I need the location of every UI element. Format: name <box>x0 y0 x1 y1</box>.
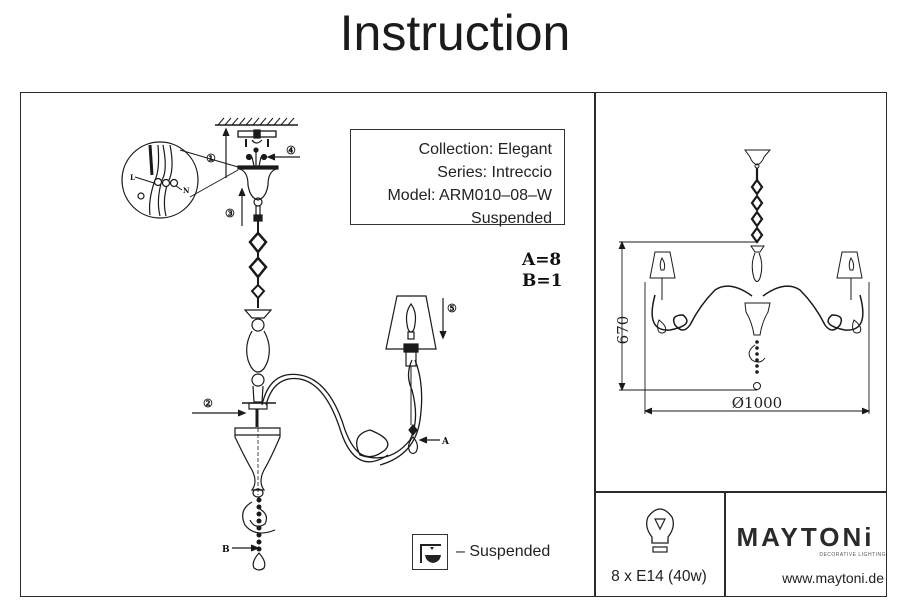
brand-logo: MAYTONi <box>736 522 875 552</box>
product-info-box: Collection: Elegant Series: Intreccio Mo… <box>350 129 565 227</box>
mount-type-label: Suspended <box>471 210 552 227</box>
ceiling-hatch <box>215 117 298 126</box>
brand-tagline: DECORATIVE LIGHTING <box>819 552 886 558</box>
page-title: Instruction <box>339 5 571 61</box>
mounting-legend-label: – Suspended <box>456 543 551 560</box>
wire-n-label: N <box>183 186 190 195</box>
canopy-wires <box>245 147 268 167</box>
stem <box>243 309 273 403</box>
part-count-a: A=8 <box>522 250 562 270</box>
pendant-b <box>242 497 276 571</box>
lampshade <box>385 295 437 350</box>
instruction-frame <box>20 92 887 597</box>
curved-arm <box>261 359 423 466</box>
step-3-label: ③ <box>225 207 235 220</box>
frame-divider-horizontal <box>594 491 887 493</box>
chain <box>248 206 268 308</box>
mounting-legend: – Suspended <box>412 534 550 570</box>
brand-url[interactable]: www.maytoni.de <box>782 570 884 586</box>
bulb-spec: 8 x E14 (40w) <box>611 568 707 585</box>
step-1-label: ① <box>206 152 216 165</box>
height-dimension-line <box>618 240 757 392</box>
model-label: Model: ARM010–08–W <box>387 187 552 204</box>
mounting-bracket <box>237 129 277 147</box>
assembly-diagram: ① ② ③ ④ ⑤ A B L N <box>121 117 457 571</box>
part-count-b: B=1 <box>522 271 563 291</box>
wire-l-label: L <box>130 173 135 182</box>
footer-divider <box>724 491 726 597</box>
frame-divider-vertical <box>594 92 596 597</box>
crystal-drop-a <box>407 424 419 455</box>
part-b-label: B <box>222 545 230 555</box>
light-bulb-icon <box>640 505 680 560</box>
step-5-label: ⑤ <box>447 302 457 315</box>
ceiling-suspended-icon <box>412 534 448 570</box>
lamp-socket <box>403 343 419 425</box>
arm-hub <box>242 402 276 427</box>
series-label: Series: Intreccio <box>437 164 552 181</box>
step-4-label: ④ <box>286 144 296 157</box>
diameter-value: Ø1000 <box>732 394 782 412</box>
diameter-dimension-line <box>643 282 871 415</box>
wiring-detail-circle <box>121 141 199 219</box>
canopy <box>237 165 279 207</box>
collection-label: Collection: Elegant <box>418 141 552 158</box>
height-value: 670 <box>614 316 632 345</box>
step-2-label: ② <box>203 397 213 410</box>
bowl <box>234 427 281 498</box>
part-counts: A=8 B=1 <box>522 250 562 292</box>
part-a-label: A <box>441 437 450 447</box>
